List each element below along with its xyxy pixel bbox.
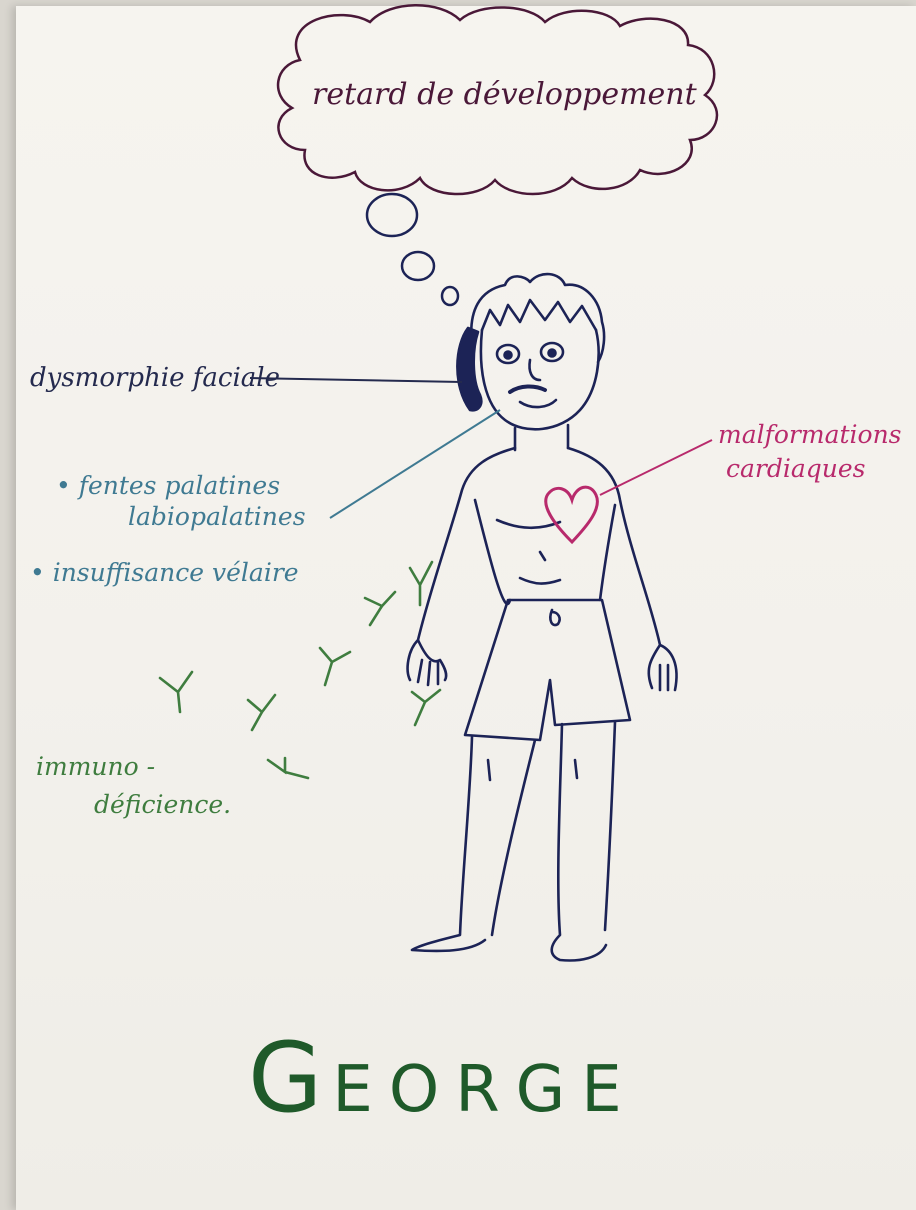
name-rest: EORGE bbox=[332, 1053, 637, 1127]
thought-bubble-large bbox=[367, 194, 417, 236]
mouth bbox=[520, 400, 556, 407]
cleft-line-2: labiopalatines bbox=[56, 501, 306, 532]
cardiac-line-2: cardiaques bbox=[718, 452, 902, 486]
antibody-icons bbox=[160, 562, 440, 778]
antibody-icon bbox=[268, 758, 308, 778]
thought-bubble-small bbox=[442, 287, 458, 305]
nose bbox=[529, 360, 540, 380]
facial-leader bbox=[250, 378, 462, 382]
cardiac-line-1: malformations bbox=[718, 420, 902, 449]
label-cardiac-malformations: malformations cardiaques bbox=[718, 418, 902, 486]
thought-text: retard de développement bbox=[312, 80, 697, 110]
cleft-line-1: • fentes palatines bbox=[56, 471, 280, 500]
antibody-icon bbox=[160, 672, 192, 712]
left-hand bbox=[408, 640, 447, 685]
shorts bbox=[465, 600, 630, 740]
left-leg bbox=[412, 737, 535, 951]
label-cleft-palate: • fentes palatines labiopalatines bbox=[56, 470, 306, 533]
cardiac-leader bbox=[600, 440, 712, 495]
name-first-letter: G bbox=[248, 1022, 332, 1134]
antibody-icon bbox=[320, 648, 350, 685]
hair bbox=[471, 274, 604, 362]
immuno-line-1: immuno - bbox=[36, 752, 155, 781]
lip-mark bbox=[510, 386, 545, 392]
antibody-icon bbox=[365, 592, 395, 625]
antibody-icon bbox=[412, 690, 440, 725]
right-hand bbox=[649, 645, 677, 690]
heart-icon bbox=[546, 487, 598, 542]
antibody-icon bbox=[248, 695, 275, 730]
label-immunodeficiency: immuno - déficience. bbox=[36, 748, 231, 823]
right-leg bbox=[552, 722, 615, 960]
immuno-line-2: déficience. bbox=[36, 786, 231, 824]
torso bbox=[418, 448, 660, 645]
name-title: GEORGE bbox=[248, 1030, 638, 1126]
facial-marker bbox=[457, 328, 481, 410]
label-velar-insufficiency: • insuffisance vélaire bbox=[30, 560, 299, 585]
thought-bubble-medium bbox=[402, 252, 434, 280]
label-facial-dysmorphism: dysmorphie faciale bbox=[30, 365, 280, 391]
